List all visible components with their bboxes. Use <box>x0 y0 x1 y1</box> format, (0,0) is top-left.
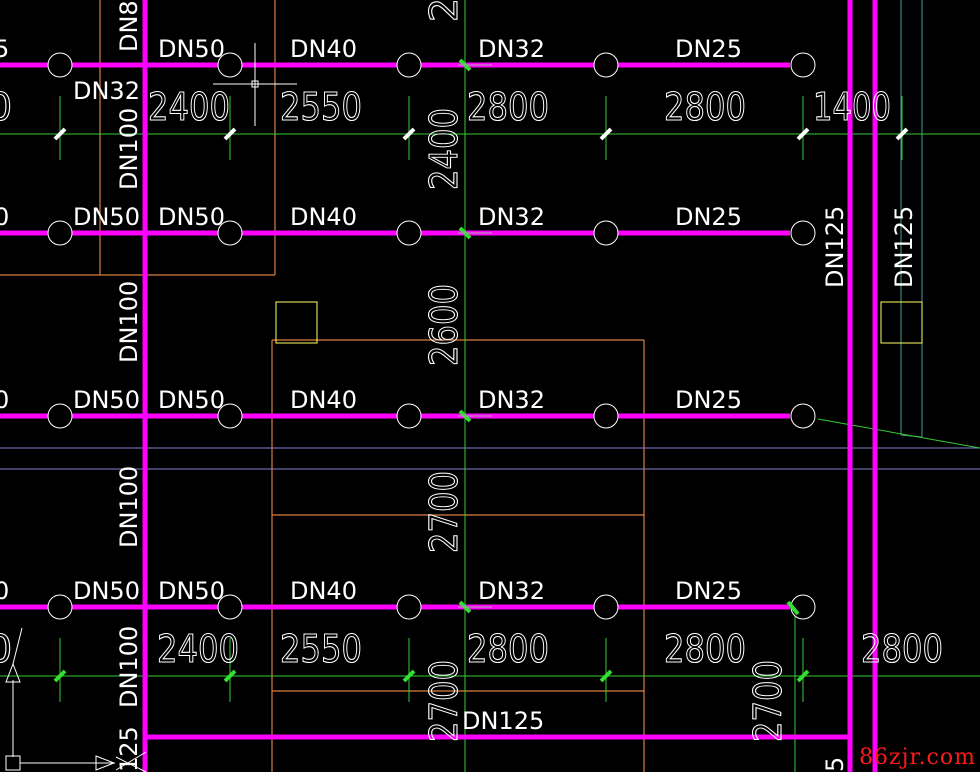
sprinkler-head <box>593 403 619 429</box>
dim-vert-5: 2700 <box>746 660 790 742</box>
dim-bottom-4: 2800 <box>664 627 746 671</box>
crosshair-cursor <box>213 43 297 126</box>
dimension-tick <box>53 127 67 141</box>
dim-bottom-3: 2800 <box>467 627 549 671</box>
dim-vert-2: 2600 <box>422 284 466 366</box>
sprinkler-heads <box>47 52 816 620</box>
dim-top-2: 2550 <box>280 85 362 129</box>
pipe-size-label-left: DN50 <box>73 203 140 231</box>
dimension-tick <box>796 669 810 683</box>
pipe-size-label: DN25 <box>675 203 742 231</box>
pipe-size-label: DN25 <box>675 577 742 605</box>
pipe-size-label: DN40 <box>290 35 357 63</box>
riser-label-bottom-right: 5 <box>821 757 849 772</box>
sprinkler-head <box>217 220 243 246</box>
riser-labels: DN8 DN100 DN100 DN100 DN100 125 DN32 DN1… <box>73 0 918 772</box>
ucs-icon <box>5 627 147 772</box>
sprinkler-head <box>593 594 619 620</box>
pipe-size-label: DN50 <box>158 386 225 414</box>
pipe-size-label: DN50 <box>158 35 225 63</box>
pipe-size-label: DN25 <box>675 386 742 414</box>
pipe-size-label: DN40 <box>290 577 357 605</box>
main-label-bottom: DN125 <box>462 707 544 735</box>
pipe-size-label-partial: 0 <box>0 577 9 605</box>
pipe-size-label-partial: 5 <box>0 35 9 63</box>
sprinkler-head <box>47 594 73 620</box>
riser-label-row3: DN100 <box>115 466 143 548</box>
sprinkler-head <box>593 220 619 246</box>
sprinkler-head <box>217 594 243 620</box>
sprinkler-head <box>396 594 422 620</box>
dimension-tick <box>223 669 237 683</box>
dimension-tick <box>796 127 810 141</box>
sprinkler-head <box>396 220 422 246</box>
axis-lines <box>0 447 980 470</box>
dimension-tick <box>599 127 613 141</box>
pipe-size-label-partial: 0 <box>0 203 9 231</box>
sprinkler-head <box>47 52 73 78</box>
riser-label-row1: DN100 <box>115 108 143 190</box>
pipe-size-label-left: DN50 <box>73 386 140 414</box>
dimension-tick <box>402 127 416 141</box>
riser-label-bottom: 125 <box>115 726 143 772</box>
pipe-size-label: DN40 <box>290 203 357 231</box>
pipe-size-label: DN25 <box>675 35 742 63</box>
sprinkler-head <box>790 403 816 429</box>
dim-top-1: 2400 <box>148 85 230 129</box>
sprinkler-head <box>217 52 243 78</box>
dimension-tick <box>402 669 416 683</box>
pipe-size-label: DN50 <box>158 577 225 605</box>
riser-label-row4: DN100 <box>115 626 143 708</box>
pipe-size-label: DN32 <box>478 35 545 63</box>
dim-top-3: 2800 <box>467 85 549 129</box>
riser-label-row2: DN100 <box>115 281 143 363</box>
branch-label-left: DN32 <box>73 77 140 105</box>
wall-lines <box>0 0 645 772</box>
pipe-size-label: DN32 <box>478 386 545 414</box>
sprinkler-head <box>790 52 816 78</box>
sprinkler-head <box>47 220 73 246</box>
pipe-size-label: DN32 <box>478 577 545 605</box>
dim-bottom-0: 0 <box>0 627 12 671</box>
dimension-text: 0 2400 2550 2800 2800 1400 0 2400 2550 2… <box>0 0 944 743</box>
dim-top-0: 0 <box>0 85 12 129</box>
watermark: 86zjr.com <box>859 745 976 770</box>
dim-vert-4: 2700 <box>422 660 466 742</box>
reducer-mark <box>786 600 800 616</box>
riser-label-top: DN8 <box>115 0 143 52</box>
dim-vert-3: 2700 <box>422 471 466 553</box>
dim-vert-0: 2 <box>422 0 466 22</box>
dim-bottom-1: 2400 <box>157 627 239 671</box>
dim-top-4: 2800 <box>664 85 746 129</box>
pipes <box>0 0 878 772</box>
column-markers <box>275 301 923 344</box>
pipe-size-label-left: DN50 <box>73 577 140 605</box>
pipe-size-label: DN50 <box>158 203 225 231</box>
sprinkler-head <box>396 403 422 429</box>
dim-bottom-5: 2800 <box>861 627 943 671</box>
riser-label-right-b: DN125 <box>890 206 918 288</box>
dimension-tick <box>53 669 67 683</box>
pipe-size-label: DN40 <box>290 386 357 414</box>
pipe-size-label-partial: 0 <box>0 386 9 414</box>
pipe-reducer-marks <box>458 58 800 616</box>
dim-bottom-2: 2550 <box>280 627 362 671</box>
riser-label-right-a: DN125 <box>821 206 849 288</box>
sprinkler-head <box>217 403 243 429</box>
dimension-tick <box>599 669 613 683</box>
sprinkler-head <box>396 52 422 78</box>
dim-top-5: 1400 <box>813 85 891 129</box>
sprinkler-head <box>47 403 73 429</box>
dimension-tick <box>223 127 237 141</box>
dim-vert-1: 2400 <box>422 108 466 190</box>
pipe-size-label: DN32 <box>478 203 545 231</box>
dimension-tick <box>895 127 909 141</box>
sprinkler-head <box>593 52 619 78</box>
sprinkler-head <box>790 220 816 246</box>
